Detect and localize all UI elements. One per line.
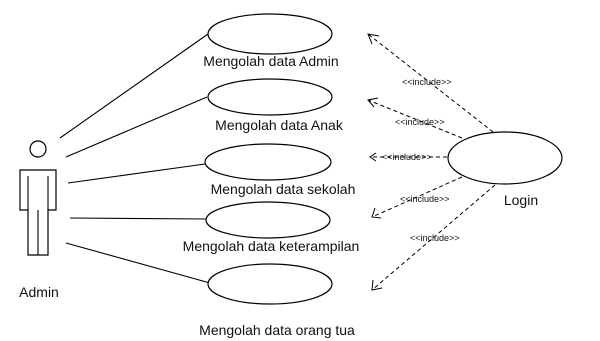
actor-admin-figure[interactable] bbox=[19, 140, 57, 256]
include-label-uc1: <<include>> bbox=[402, 77, 452, 87]
use-case-ellipse-uc3[interactable] bbox=[204, 143, 332, 181]
include-dependency-uc4 bbox=[371, 176, 463, 219]
include-label-uc2: <<include>> bbox=[395, 117, 445, 127]
association-admin-uc3 bbox=[67, 163, 206, 184]
association-admin-uc5 bbox=[65, 242, 211, 284]
login-label: Login bbox=[504, 192, 538, 208]
include-label-uc4: <<include>> bbox=[400, 194, 450, 204]
include-dependency-uc2 bbox=[367, 97, 463, 139]
association-admin-uc4 bbox=[69, 217, 209, 220]
use-case-label-uc1: Mengolah data Admin bbox=[203, 53, 338, 69]
include-dependency-uc3 bbox=[369, 152, 447, 162]
actor-admin-label: Admin bbox=[19, 284, 59, 300]
use-case-label-uc4: Mengolah data keterampilan bbox=[183, 238, 360, 254]
association-admin-uc1 bbox=[59, 33, 209, 139]
use-case-label-uc3: Mengolah data sekolah bbox=[211, 181, 356, 197]
login-ellipse[interactable] bbox=[447, 131, 563, 185]
include-dependency-uc1 bbox=[367, 33, 494, 133]
use-case-ellipse-uc4[interactable] bbox=[205, 201, 331, 239]
association-admin-uc2 bbox=[65, 96, 208, 158]
use-case-ellipse-uc5[interactable] bbox=[207, 263, 333, 305]
use-case-ellipse-uc1[interactable] bbox=[207, 13, 333, 55]
use-case-ellipse-uc2[interactable] bbox=[207, 78, 333, 116]
use-case-label-uc5: Mengolah data orang tua bbox=[199, 322, 355, 338]
use-case-label-uc2: Mengolah data Anak bbox=[215, 117, 344, 133]
include-label-uc5: <<include>> bbox=[410, 233, 460, 243]
include-dependency-uc5 bbox=[371, 184, 496, 291]
include-label-uc3: <<include>> bbox=[382, 152, 432, 162]
